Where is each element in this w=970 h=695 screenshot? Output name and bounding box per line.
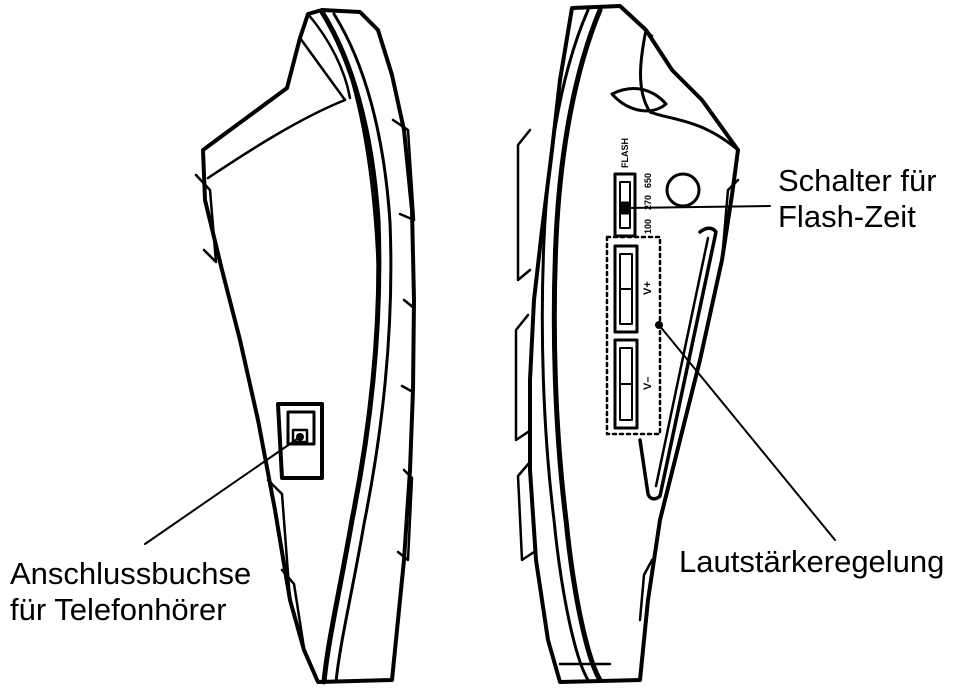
volume-up-button	[613, 244, 639, 334]
leader-jack	[144, 436, 301, 545]
leader-dot-volume	[655, 321, 663, 329]
volume-control	[605, 235, 662, 436]
left-phone-housing	[201, 8, 416, 684]
leader-lines	[144, 205, 836, 545]
flash-pos-270: 270	[643, 195, 653, 210]
leader-flash	[624, 205, 771, 209]
right-phone-housing	[528, 4, 740, 684]
flash-pos-100: 100	[643, 219, 653, 234]
left-phone-side-view	[194, 8, 416, 685]
right-phone-side-view	[514, 4, 740, 684]
leader-volume	[658, 324, 836, 541]
volume-control-label: Lautstärkeregelung	[679, 544, 945, 579]
flash-pos-650: 650	[643, 173, 653, 188]
handset-jack-label-line2: für Telefonhörer	[10, 592, 227, 627]
volume-down-label: V–	[642, 377, 654, 390]
flash-switch-label-line1: Schalter für	[778, 163, 937, 198]
flash-switch-label-line2: Flash-Zeit	[778, 199, 916, 234]
volume-down-button	[613, 338, 639, 430]
leader-dot-flash	[621, 204, 629, 212]
volume-up-label: V+	[642, 281, 654, 295]
handset-jack	[276, 402, 324, 480]
flash-title: FLASH	[620, 138, 630, 168]
handset-jack-label-line1: Anschlussbuchse	[10, 556, 252, 591]
leader-dot-jack	[296, 433, 304, 441]
